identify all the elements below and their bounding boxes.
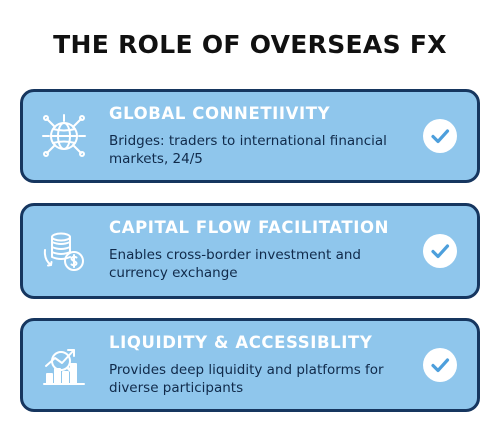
card-description: Provides deep liquidity and platforms fo… — [109, 362, 384, 396]
checkmark-circle-icon — [423, 348, 457, 382]
card-capital-flow: CAPITAL FLOW FACILITATION Enables cross-… — [20, 203, 480, 299]
checkmark-circle-icon — [423, 119, 457, 153]
card-global-connectivity: GLOBAL CONNETIIVITY Bridges: traders to … — [20, 89, 480, 183]
page-title: THE ROLE OF OVERSEAS FX — [53, 30, 447, 59]
card-description: Enables cross-border investment and curr… — [109, 247, 361, 281]
checkmark-circle-icon — [423, 234, 457, 268]
card-liquidity: LIQUIDITY & ACCESSIBLITY Provides deep l… — [20, 318, 480, 412]
globe-network-icon — [41, 113, 87, 159]
coin-stack-exchange-icon — [41, 228, 87, 274]
card-heading: LIQUIDITY & ACCESSIBLITY — [109, 333, 373, 352]
growth-chart-icon — [41, 342, 87, 388]
card-description: Bridges: traders to international financ… — [109, 133, 387, 167]
card-heading: GLOBAL CONNETIIVITY — [109, 104, 331, 123]
card-heading: CAPITAL FLOW FACILITATION — [109, 218, 390, 237]
